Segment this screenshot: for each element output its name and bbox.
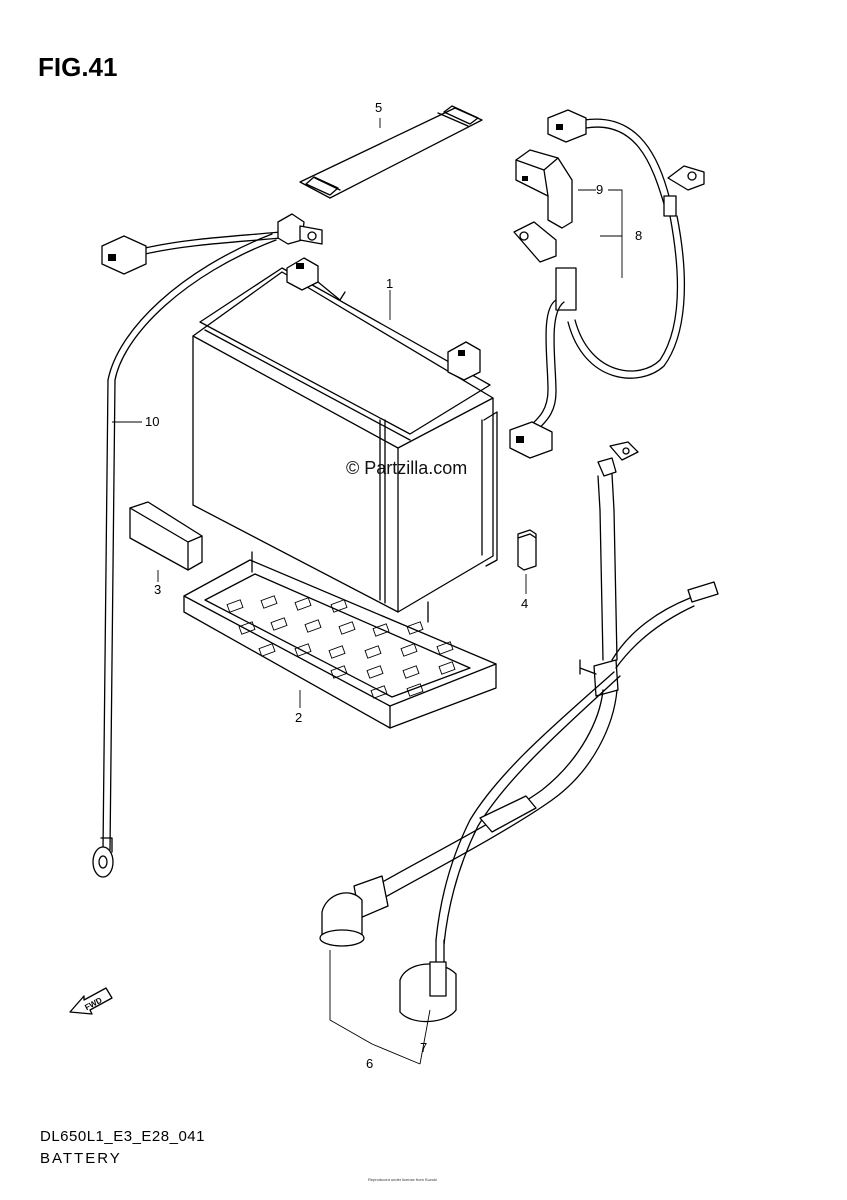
positive-lead-wire-part[interactable] [509, 109, 705, 459]
callout-8: 8 [635, 228, 642, 243]
fwd-arrow-icon: FWD [69, 987, 113, 1015]
battery-strap-part[interactable] [299, 105, 483, 199]
battery-tray-part[interactable] [183, 551, 497, 729]
callout-3: 3 [154, 582, 161, 597]
copyright-line: Reproduced under license from Suzuki [368, 1177, 437, 1182]
callout-10: 10 [145, 414, 159, 429]
diagram-name: BATTERY [40, 1150, 122, 1167]
leader-lines [112, 118, 623, 1065]
callout-4: 4 [521, 596, 528, 611]
terminal-cover-part[interactable] [515, 149, 573, 229]
small-spacer-part[interactable] [517, 529, 537, 571]
figure-title: FIG.41 [38, 52, 118, 82]
callout-9: 9 [596, 182, 603, 197]
callout-5: 5 [375, 100, 382, 115]
watermark: © Partzilla.com [346, 458, 468, 478]
callout-7: 7 [420, 1040, 427, 1055]
negative-lead-wire-part[interactable] [92, 213, 323, 878]
battery-pad-part[interactable] [129, 501, 203, 571]
starter-cable-cap-part[interactable] [399, 939, 457, 1023]
diagram-code: DL650L1_E3_E28_041 [40, 1128, 205, 1145]
callout-1: 1 [386, 276, 393, 291]
starter-cable-part[interactable] [319, 441, 719, 947]
battery-part[interactable] [192, 257, 498, 613]
callout-6: 6 [366, 1056, 373, 1071]
callout-2: 2 [295, 710, 302, 725]
